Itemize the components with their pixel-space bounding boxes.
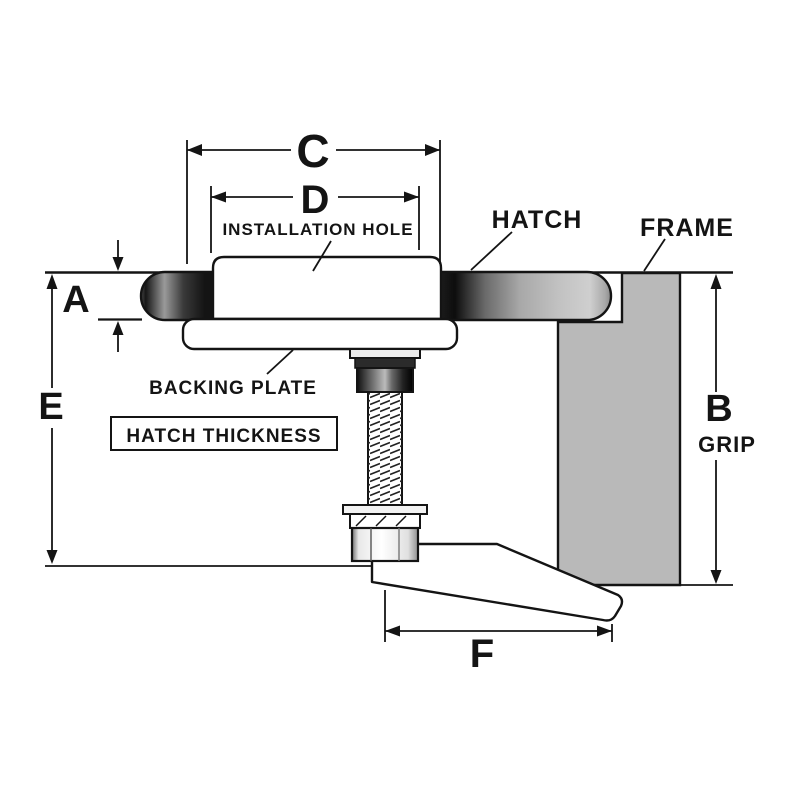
spring-line (395, 515, 407, 527)
arrowhead-icon (385, 625, 400, 637)
arrowhead-icon (211, 191, 226, 203)
grip-label: GRIP (698, 432, 756, 457)
spring-line (355, 515, 367, 527)
dim-label-f: F (470, 632, 494, 676)
spring-line (375, 515, 387, 527)
lower-washer (342, 504, 428, 515)
arrowhead-icon (404, 191, 419, 203)
hatch-leader (470, 231, 513, 271)
dimension-f (384, 590, 613, 642)
frame-label: FRAME (640, 214, 734, 242)
arrowhead-icon (425, 144, 440, 156)
dim-label-d: D (301, 178, 330, 222)
hatch-label: HATCH (492, 206, 583, 234)
backing-plate-leader (266, 349, 294, 375)
latch-pan (211, 255, 443, 321)
arrowhead-icon (112, 257, 124, 271)
arrowhead-icon (46, 550, 58, 564)
hatch-thickness-callout-box (110, 416, 338, 451)
installation-hole-label: INSTALLATION HOLE (222, 220, 413, 239)
frame-leader (643, 238, 666, 272)
dim-label-b: B (705, 388, 732, 430)
thread-texture (368, 392, 402, 510)
arrowhead-icon (112, 321, 124, 335)
installation-hole-leader (312, 240, 332, 272)
backing-plate-label: BACKING PLATE (149, 378, 317, 399)
arrowhead-icon (710, 570, 722, 584)
lower-nut-stack (342, 504, 428, 563)
upper-lock-washer (354, 357, 416, 369)
upper-nut (356, 367, 414, 393)
hatch-thickness-label: HATCH THICKNESS (126, 426, 321, 447)
cam-arm (370, 542, 624, 622)
arrowhead-icon (187, 144, 202, 156)
arrowhead-icon (597, 625, 612, 637)
arrowhead-icon (710, 274, 722, 289)
backing-plate (181, 317, 459, 351)
dim-label-a: A (62, 279, 89, 321)
arrowhead-icon (46, 274, 58, 289)
upper-washer (349, 348, 421, 359)
lower-nut (350, 526, 420, 563)
dimension-c (186, 140, 441, 264)
dim-label-e: E (38, 386, 63, 428)
dim-label-c: C (296, 125, 329, 177)
upper-nut-stack (349, 348, 421, 393)
